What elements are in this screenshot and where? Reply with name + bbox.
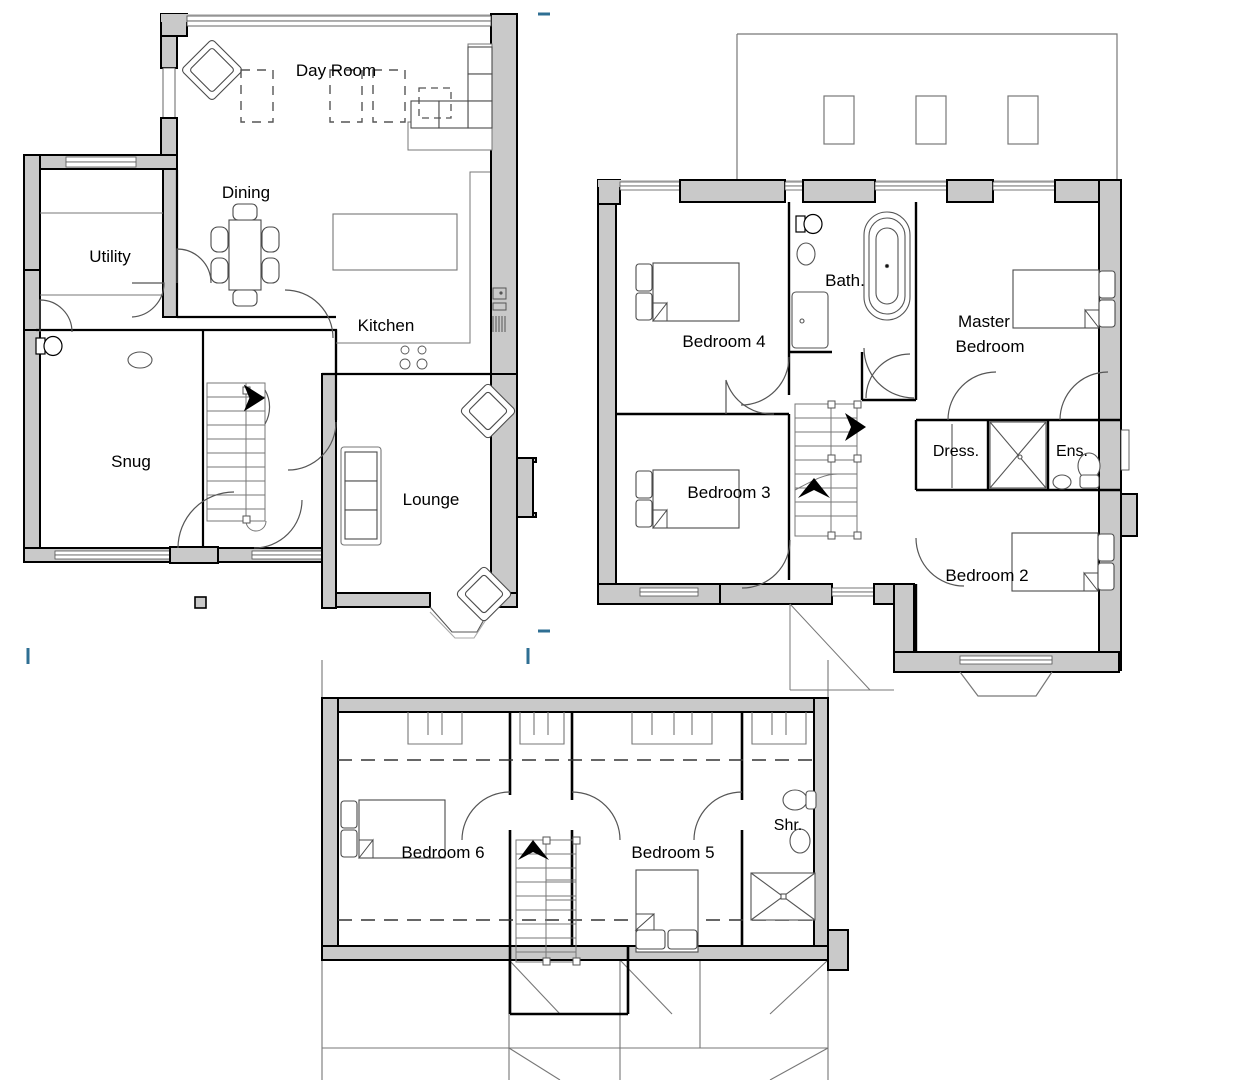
roof-window-2 (915, 95, 947, 145)
ens-wc-toilet (1077, 452, 1101, 489)
second-floor-plan: Bedroom 6 Bedroom 5 Shr. (321, 660, 849, 1080)
double-bed-bedroom-4-b (635, 262, 740, 322)
staircase-sf (515, 836, 581, 966)
sf-furniture (340, 789, 817, 1016)
ff-room-label-ens: Ens. (1056, 443, 1088, 460)
stair-arrow-sf-up (518, 840, 549, 860)
stair-arrow-gf (243, 384, 266, 412)
sf-stairwell-walls (508, 946, 630, 1016)
gf-room-label-lounge: Lounge (403, 490, 460, 509)
staircase-gf (206, 382, 267, 532)
sf-dormers (407, 712, 807, 745)
dormer-4 (751, 712, 807, 745)
staircase-ff (794, 400, 862, 540)
ff-room-label-dress: Dress. (933, 443, 979, 460)
sf-room-label-bedroom-6: Bedroom 6 (401, 843, 484, 862)
ens-shower-enclosure (989, 421, 1047, 489)
sink-appliance (492, 287, 507, 332)
gf-room-label-kitchen: Kitchen (358, 316, 415, 335)
hob-4-ring (399, 345, 428, 370)
shr-wc-toilet (782, 789, 817, 811)
bath-tub (863, 211, 911, 321)
gf-room-label-day-room: Day Room (296, 61, 376, 80)
ff-roof-outline (736, 33, 1118, 180)
ff-room-label-master-bedroom-line1: Master (958, 312, 1010, 331)
dining-table-6-chairs (210, 203, 280, 307)
armchair-lounge-1 (460, 383, 516, 439)
shr-shower-tray (750, 872, 816, 921)
ff-room-label-bedroom-2: Bedroom 2 (945, 566, 1028, 585)
gf-door-swings (39, 248, 337, 549)
ff-eaves-line (789, 603, 894, 691)
dormer-3 (631, 712, 713, 745)
corner-sofa (372, 43, 493, 151)
gf-room-label-utility: Utility (89, 247, 131, 266)
ground-floor-plan: Day Room Dining Utility Kitchen Snug Lou… (23, 12, 550, 664)
sf-room-label-shr: Shr. (774, 817, 802, 834)
sofa-3-seat (340, 446, 382, 546)
dormer-1 (407, 712, 463, 745)
sf-room-label-bedroom-5: Bedroom 5 (631, 843, 714, 862)
double-bed-bedroom-3 (635, 469, 740, 529)
armchair-diagonal (181, 39, 243, 101)
wc-toilet-gf (35, 335, 63, 357)
kitchen-island (332, 213, 458, 271)
sf-partitions (508, 712, 744, 946)
ff-room-label-bedroom-4: Bedroom 4 (682, 332, 765, 351)
bath-wc-toilet (795, 213, 823, 235)
roof-window-1 (823, 95, 855, 145)
kitchen-run (336, 171, 490, 344)
gf-furniture (35, 39, 516, 622)
gf-thin-lines (40, 212, 163, 296)
stair-arrow-ff-up (798, 478, 830, 498)
sf-walls (321, 697, 849, 971)
dormer-2 (519, 712, 565, 745)
basin-gf (127, 351, 153, 369)
gf-room-label-dining: Dining (222, 183, 270, 202)
ff-door-swings (725, 347, 1109, 589)
dashed-furniture-1 (240, 69, 274, 123)
ens-basin (1052, 474, 1072, 490)
armchair-lounge-2 (456, 566, 512, 622)
gf-small-square (194, 596, 207, 609)
ff-roof-windows (823, 95, 1039, 145)
gf-corner-ticks (26, 12, 550, 664)
ff-room-label-bath: Bath. (825, 271, 865, 290)
gf-interior-lines (36, 170, 491, 548)
gf-room-label-snug: Snug (111, 452, 151, 471)
gf-walls (23, 13, 537, 639)
double-bed-bedroom-6 (340, 799, 446, 859)
double-bed-bedroom-5 (634, 869, 699, 953)
stair-arrow-ff-down (845, 413, 866, 441)
ff-room-label-master-bedroom-line2: Bedroom (956, 337, 1025, 356)
sf-door-swings (461, 791, 743, 841)
dashed-furniture-2 (329, 69, 363, 123)
roof-window-3 (1007, 95, 1039, 145)
bath-basin (796, 242, 816, 266)
ff-room-label-bedroom-3: Bedroom 3 (687, 483, 770, 502)
first-floor-plan: Bedroom 4 Bath. Master Bedroom Bedroom 3… (597, 33, 1138, 697)
shr-basin (789, 828, 811, 854)
bath-shower-cubicle (791, 291, 829, 349)
ff-furniture (635, 211, 1116, 691)
